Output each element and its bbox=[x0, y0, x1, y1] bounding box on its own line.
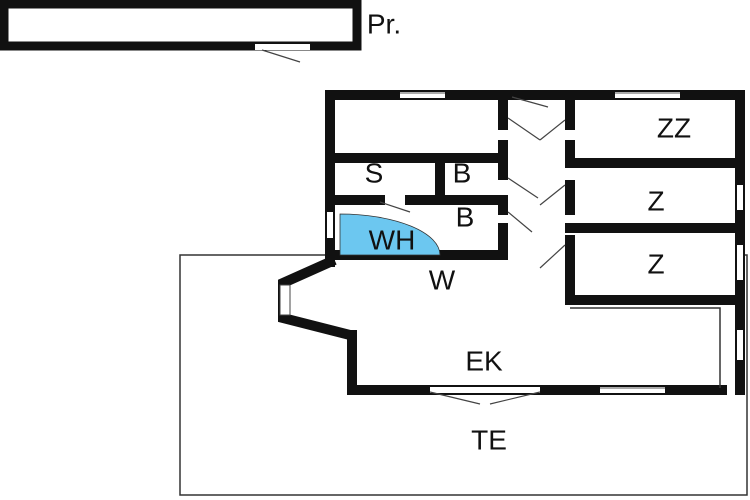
label-wh: WH bbox=[369, 224, 416, 255]
label-w: W bbox=[429, 264, 456, 295]
label-ek: EK bbox=[465, 345, 503, 376]
outbuilding bbox=[0, 0, 362, 63]
label-te: TE bbox=[471, 424, 507, 455]
windows bbox=[279, 92, 743, 405]
label-b-upper: B bbox=[453, 157, 472, 188]
house-floor bbox=[285, 95, 740, 390]
water-heater-zone bbox=[339, 213, 441, 256]
label-pr: Pr. bbox=[367, 8, 401, 39]
door-swings bbox=[379, 96, 566, 269]
label-z-lower: Z bbox=[647, 248, 664, 279]
label-s: S bbox=[365, 157, 384, 188]
label-z-upper: Z bbox=[647, 185, 664, 216]
label-b-lower: B bbox=[456, 201, 475, 232]
label-zz: ZZ bbox=[657, 112, 691, 143]
